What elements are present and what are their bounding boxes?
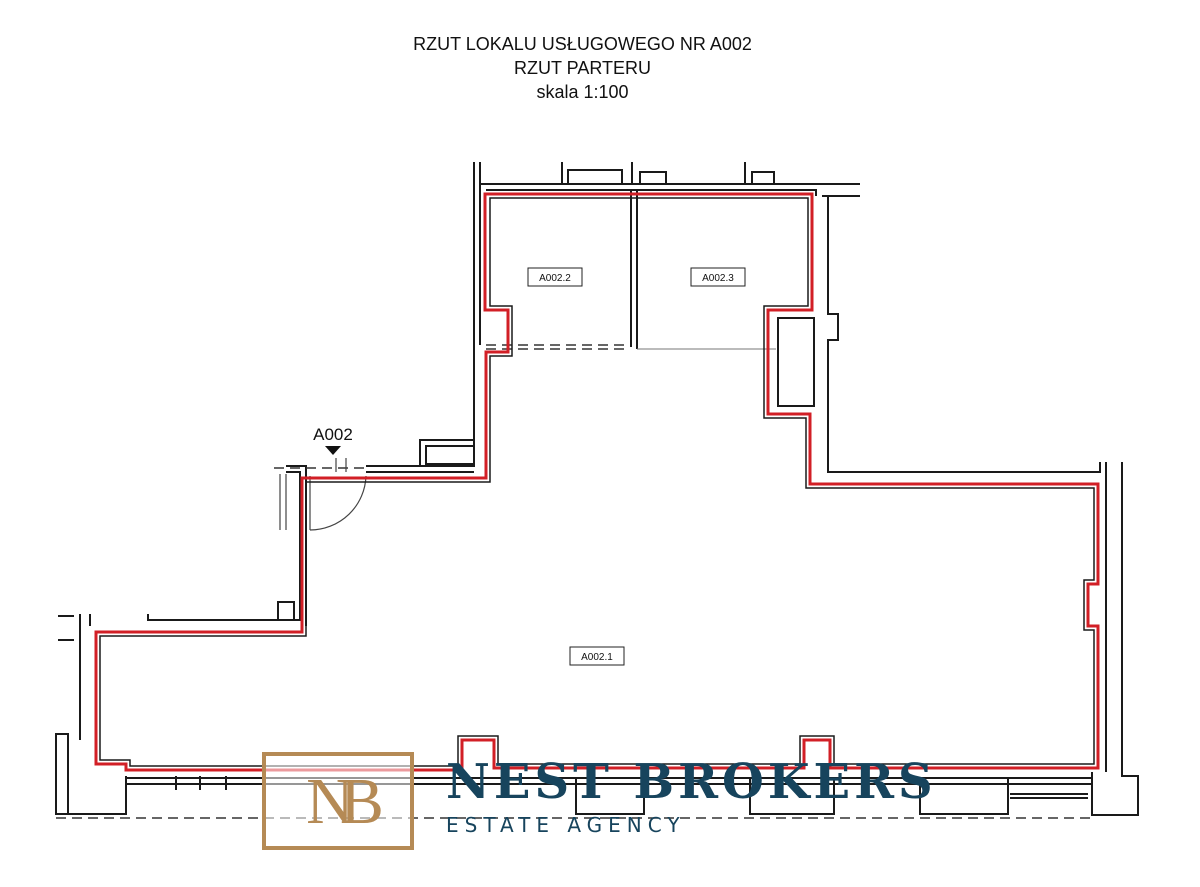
room-label-a002-3: A002.3 bbox=[690, 267, 746, 287]
drawing-subtitle: RZUT PARTERU bbox=[513, 58, 651, 78]
unit-boundary bbox=[94, 192, 1100, 772]
door-swing bbox=[279, 458, 367, 531]
room-label-a002-2-text: A002.2 bbox=[539, 273, 571, 284]
inner-wall-line bbox=[99, 197, 1095, 767]
logo-monogram: NB bbox=[306, 765, 384, 838]
entrance-label: A002 bbox=[313, 425, 353, 444]
entrance-arrow-icon bbox=[325, 446, 341, 455]
room-label-a002-1: A002.1 bbox=[569, 646, 625, 666]
room-label-a002-3-text: A002.3 bbox=[702, 273, 734, 284]
drawing-scale: skala 1:100 bbox=[536, 82, 629, 102]
drawing-title-block: RZUT LOKALU USŁUGOWEGO NR A002 RZUT PART… bbox=[0, 32, 1165, 104]
logo-tagline: ESTATE AGENCY bbox=[446, 813, 686, 837]
drawing-title: RZUT LOKALU USŁUGOWEGO NR A002 bbox=[413, 34, 752, 54]
room-label-a002-1-text: A002.1 bbox=[581, 652, 613, 663]
room-label-a002-2: A002.2 bbox=[527, 267, 583, 287]
logo-monogram-box: NB bbox=[262, 752, 414, 850]
logo-company-name: NEST BROKERS bbox=[446, 754, 937, 810]
dashed-lines bbox=[56, 344, 1092, 819]
nest-brokers-logo: NB NEST BROKERS ESTATE AGENCY bbox=[262, 752, 942, 850]
